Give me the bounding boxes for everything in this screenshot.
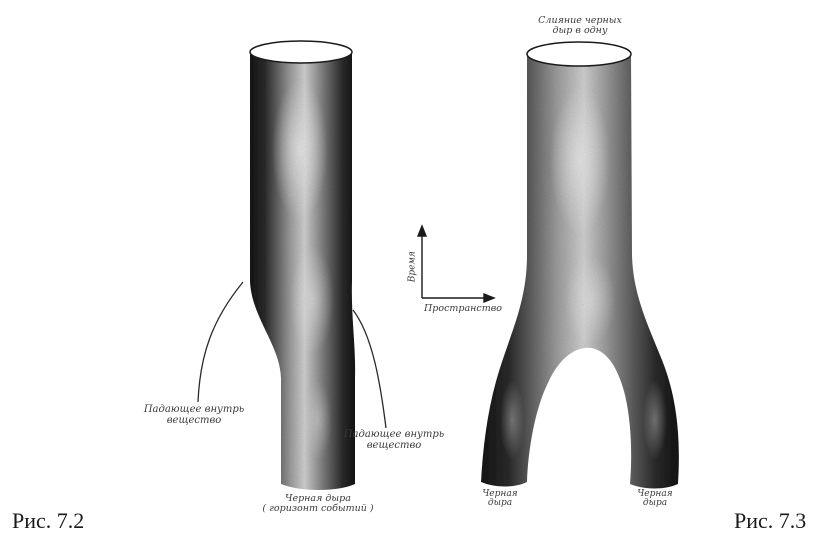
spacetime-axes — [418, 226, 494, 302]
leader-line-right — [353, 310, 386, 428]
axis-space-label: Пространство — [418, 304, 508, 314]
label-black-hole-left-leg: Черная дыра — [470, 490, 530, 509]
leader-line-left — [198, 282, 243, 402]
merger-trousers-top-rim — [527, 42, 631, 66]
figure-caption-7-2: Рис. 7.2 — [12, 508, 84, 534]
axis-time-label: Время — [408, 242, 417, 292]
label-infalling-matter-right: Падающее внутрь вещество — [340, 430, 448, 451]
label-black-holes-merging: Слияние черных дыр в одну — [510, 16, 650, 36]
figure-caption-7-3: Рис. 7.3 — [734, 508, 806, 534]
label-black-hole-right-leg: Черная дыра — [625, 490, 685, 509]
label-infalling-matter-left: Падающее внутрь вещество — [134, 405, 254, 426]
label-black-hole-horizon: Черная дыра ( горизонт событий ) — [255, 494, 381, 514]
merger-trousers — [481, 52, 679, 489]
collapse-tube — [250, 50, 355, 490]
collapse-tube-top-rim — [250, 41, 352, 63]
